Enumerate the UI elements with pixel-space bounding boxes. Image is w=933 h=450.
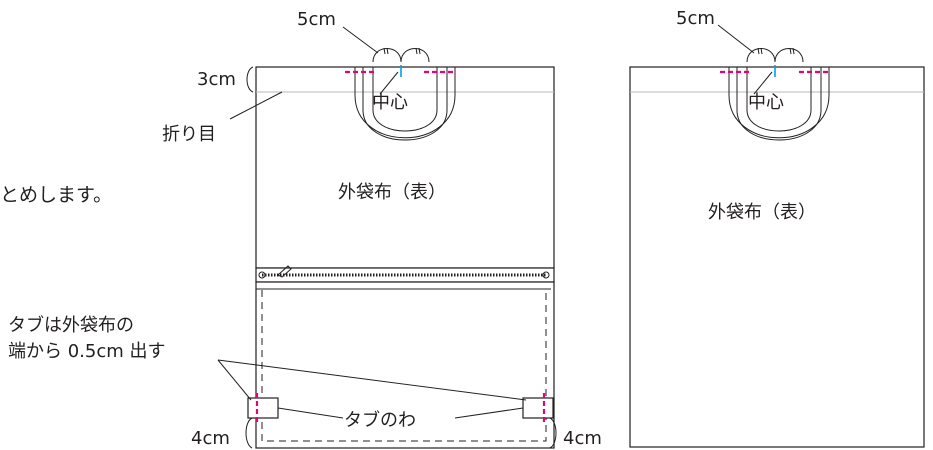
leader-tab-note-left xyxy=(217,359,252,401)
right-outer-fabric xyxy=(629,66,925,448)
seam-allowance-line xyxy=(261,288,547,442)
outer-fabric-label: 外袋布（表） xyxy=(338,182,446,203)
tab-right-height-label: 4cm xyxy=(563,428,602,449)
tab-right-bracket xyxy=(549,417,557,449)
left-outer-fabric-bottom xyxy=(255,281,555,449)
fold-margin-label: 3cm xyxy=(197,69,236,90)
handle-inner-edge xyxy=(372,67,438,132)
tab-note-line2: 端から 0.5cm 出す xyxy=(8,341,166,362)
leader-fold-line xyxy=(229,91,283,120)
tick xyxy=(757,47,760,55)
instruction-fragment: とめします。 xyxy=(0,184,112,206)
right-handle-inner-edge xyxy=(746,67,812,132)
zipper-pull-icon xyxy=(277,265,292,278)
leader-tab-loop-left xyxy=(277,407,344,419)
right-outer-fabric-label: 外袋布（表） xyxy=(708,202,816,223)
right-handle-width-label: 5cm xyxy=(676,8,715,29)
zipper-stop-right xyxy=(542,271,550,279)
tab-note-line1: タブは外袋布の xyxy=(8,314,134,336)
right-panel: 5cm 中心 外袋布（表） xyxy=(629,8,925,448)
tab-left-height-label: 4cm xyxy=(191,428,230,449)
left-outer-fabric-top xyxy=(255,66,555,269)
handle-strap-outline xyxy=(354,67,456,139)
leader-handle-width xyxy=(342,26,379,54)
right-leader-handle-width xyxy=(717,24,755,54)
tick xyxy=(789,47,792,55)
zipper-stop-left xyxy=(258,271,266,279)
leader-tab-note-right xyxy=(217,359,527,401)
handle-outer-edge xyxy=(362,67,448,141)
tab-left xyxy=(247,397,279,419)
fold-margin-bracket xyxy=(246,66,254,93)
left-panel: 5cm 3cm 折り目 中心 外袋布（表） タブは外袋布の 端から 0.5cm … xyxy=(8,9,602,449)
handle-width-label: 5cm xyxy=(297,9,336,30)
handle-measure-arc-right xyxy=(400,48,430,63)
tab-left-bracket xyxy=(245,417,253,449)
tick xyxy=(418,47,421,55)
right-handle-measure-arc-right xyxy=(774,48,804,63)
tick xyxy=(386,47,389,55)
leader-tab-loop-right xyxy=(454,407,524,419)
tick xyxy=(415,47,418,55)
leader-center xyxy=(379,71,399,95)
tick xyxy=(383,47,386,55)
fold-line-label: 折り目 xyxy=(162,124,216,145)
tick xyxy=(792,47,795,55)
center-label: 中心 xyxy=(372,92,408,113)
tab-right xyxy=(522,397,554,419)
right-leader-center xyxy=(753,71,773,95)
right-handle-strap-outline xyxy=(728,67,830,139)
tab-loop-label: タブのわ xyxy=(344,409,416,431)
right-center-label: 中心 xyxy=(748,92,784,113)
right-handle-outer-edge xyxy=(736,67,822,141)
tick xyxy=(760,47,763,55)
